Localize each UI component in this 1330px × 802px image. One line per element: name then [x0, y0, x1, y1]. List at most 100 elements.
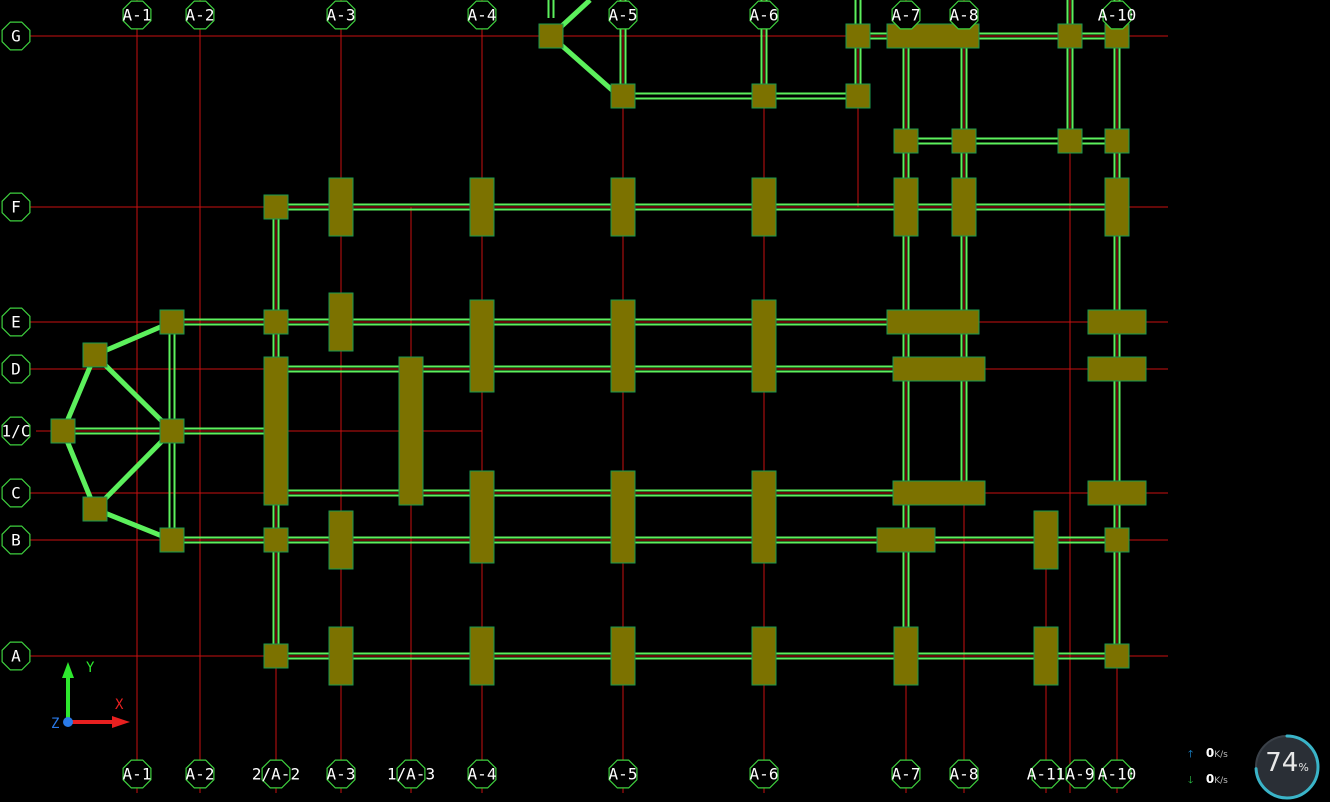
- grid-bubble-left: D: [1, 354, 31, 384]
- grid-bubble-left: C: [1, 478, 31, 508]
- grid-bubble-label: A-6: [750, 6, 779, 25]
- column: [538, 23, 564, 49]
- grid-bubble-label: A-8: [950, 6, 979, 25]
- column: [751, 83, 777, 109]
- grid-bubble-label: A-6: [750, 765, 779, 784]
- column: [751, 177, 777, 237]
- column: [398, 356, 424, 506]
- grid-bubble-left: F: [1, 192, 31, 222]
- column: [893, 128, 919, 154]
- grid-bubble-shape: [891, 759, 921, 789]
- grid-bubble-label: A-7: [892, 765, 921, 784]
- grid-bubble-bottom: A-1: [122, 759, 152, 789]
- upload-arrow-icon: 🡑: [1188, 749, 1194, 760]
- beam: [93, 429, 174, 511]
- grid-bubble-label: A-4: [468, 765, 497, 784]
- grid-bubble-top: A-2: [185, 0, 215, 30]
- gauge-percent-sign: %: [1298, 761, 1309, 774]
- ucs-y-label: Y: [86, 660, 95, 676]
- grid-bubble-label: A-2: [186, 6, 215, 25]
- grid-bubble-label: E: [11, 313, 21, 332]
- grid-bubble-top: A-5: [608, 0, 638, 30]
- column: [1104, 177, 1130, 237]
- grid-bubble-label: A-10: [1098, 765, 1137, 784]
- column: [328, 510, 354, 570]
- beam: [276, 203, 1117, 211]
- column: [610, 299, 636, 393]
- grid-bubble-bottom: A-4: [467, 759, 497, 789]
- grid-bubble-bottom: A-9: [1065, 759, 1095, 789]
- grid-bubble-label: F: [11, 198, 21, 217]
- gauge-value: 74: [1265, 748, 1299, 778]
- column: [82, 496, 108, 522]
- network-speed-widget[interactable]: 🡑 0K/s 🡓 0K/s 74%: [1176, 732, 1326, 800]
- download-speed-unit: K/s: [1214, 776, 1228, 786]
- beam: [276, 652, 1117, 660]
- ucs-origin: [63, 717, 73, 727]
- column: [263, 356, 289, 506]
- grid-bubble-shape: [1, 641, 31, 671]
- grid-bubble-label: 2/A-2: [252, 765, 300, 784]
- grid-bubble-label: A-5: [609, 765, 638, 784]
- grid-bubble-shape: [467, 759, 497, 789]
- grid-bubble-top: A-6: [749, 0, 779, 30]
- grid-bubble-shape: [1031, 759, 1061, 789]
- grid-bubble-label: A-11: [1027, 765, 1066, 784]
- column: [328, 292, 354, 352]
- column: [610, 83, 636, 109]
- grid-bubble-shape: [891, 0, 921, 30]
- grid-bubble-label: 1/A-3: [387, 765, 435, 784]
- grid-bubble-bottom: 2/A-2: [252, 759, 300, 789]
- grid-bubble-label: A-4: [468, 6, 497, 25]
- column: [263, 309, 289, 335]
- column: [1087, 356, 1147, 382]
- column: [876, 527, 936, 553]
- grid-bubble-top: A-7: [891, 0, 921, 30]
- grid-bubble-label: 1/C: [2, 422, 31, 441]
- grid-bubble-shape: [1, 192, 31, 222]
- column: [845, 23, 871, 49]
- grid-bubble-label: A-10: [1098, 6, 1137, 25]
- column: [82, 342, 108, 368]
- grid-bubble-shape: [749, 759, 779, 789]
- grid-bubble-label: D: [11, 360, 21, 379]
- grid-bubble-bottom: A-8: [949, 759, 979, 789]
- grid-bubble-bottom: 1/A-3: [387, 759, 435, 789]
- grid-bubble-left: B: [1, 525, 31, 555]
- column: [951, 177, 977, 237]
- column: [328, 626, 354, 686]
- download-speed-value: 0: [1205, 772, 1215, 786]
- grid-bubble-shape: [1, 354, 31, 384]
- column: [610, 626, 636, 686]
- beam: [547, 0, 555, 18]
- grid-bubble-label: A-3: [327, 6, 356, 25]
- column: [1033, 510, 1059, 570]
- grid-bubble-label: A-9: [1066, 765, 1095, 784]
- column: [1104, 643, 1130, 669]
- column: [263, 194, 289, 220]
- grid-bubble-top: A-3: [326, 0, 356, 30]
- grid-bubble-shape: [749, 0, 779, 30]
- grid-bubble-shape: [608, 0, 638, 30]
- columns: [50, 23, 1147, 686]
- column: [845, 83, 871, 109]
- download-speed: 🡓 0K/s: [1188, 772, 1228, 790]
- grid-bubble-label: A-5: [609, 6, 638, 25]
- grid-bubble-shape: [185, 759, 215, 789]
- grid-lines: [28, 0, 1168, 793]
- grid-bubble-shape: [326, 759, 356, 789]
- column: [751, 299, 777, 393]
- column: [1057, 128, 1083, 154]
- grid-bubble-shape: [1, 307, 31, 337]
- upload-speed-unit: K/s: [1214, 750, 1228, 760]
- grid-bubble-top: A-8: [949, 0, 979, 30]
- column: [1033, 626, 1059, 686]
- grid-bubble-shape: [326, 0, 356, 30]
- beam: [276, 365, 906, 373]
- column: [469, 470, 495, 564]
- beam: [906, 137, 1117, 145]
- column: [751, 626, 777, 686]
- grid-bubble-shape: [122, 0, 152, 30]
